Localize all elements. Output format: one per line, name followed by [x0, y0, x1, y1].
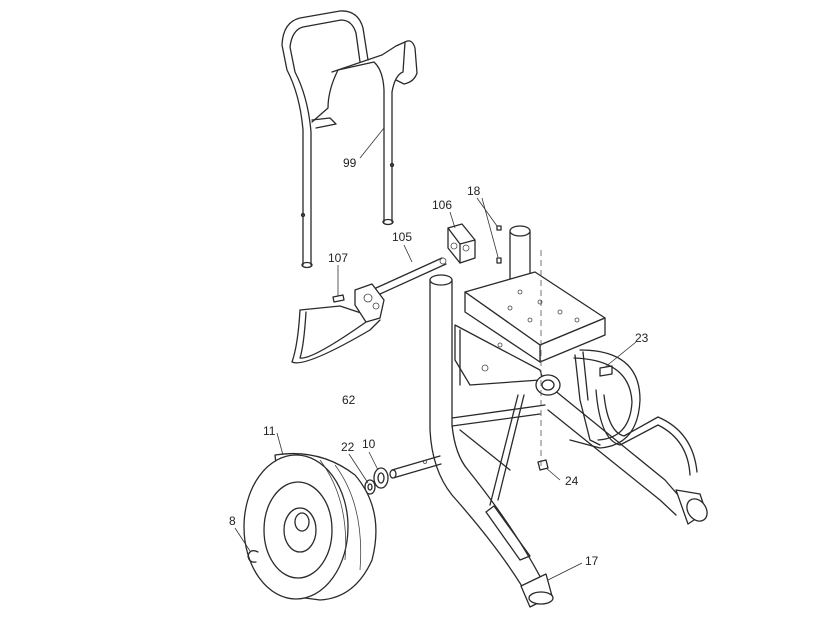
clip-part-8 [247, 550, 259, 563]
spacer-part-22 [364, 479, 376, 495]
callout-62: 62 [342, 393, 356, 407]
callout-105: 105 [392, 230, 412, 244]
handle-part-99 [281, 10, 418, 269]
rod-part-105 [375, 257, 447, 295]
callout-24: 24 [565, 474, 579, 488]
callout-10: 10 [362, 437, 376, 451]
callout-107: 107 [328, 251, 348, 265]
callout-17: 17 [585, 554, 599, 568]
latch-assembly-part-107 [291, 283, 385, 364]
callout-18: 18 [467, 184, 481, 198]
screws-part-18 [496, 225, 502, 264]
callout-106: 106 [432, 198, 452, 212]
callout-99: 99 [343, 156, 357, 170]
cart-frame-part-62 [429, 225, 708, 608]
wheel-part-11 [243, 452, 377, 601]
callout-23: 23 [635, 331, 649, 345]
callout-22: 22 [341, 440, 355, 454]
callout-8: 8 [229, 514, 236, 528]
leader-lines [234, 127, 637, 581]
washer-part-10 [373, 467, 389, 489]
axle-rod [389, 455, 442, 479]
bracket-part-106 [447, 223, 476, 264]
callout-11: 11 [263, 424, 276, 438]
